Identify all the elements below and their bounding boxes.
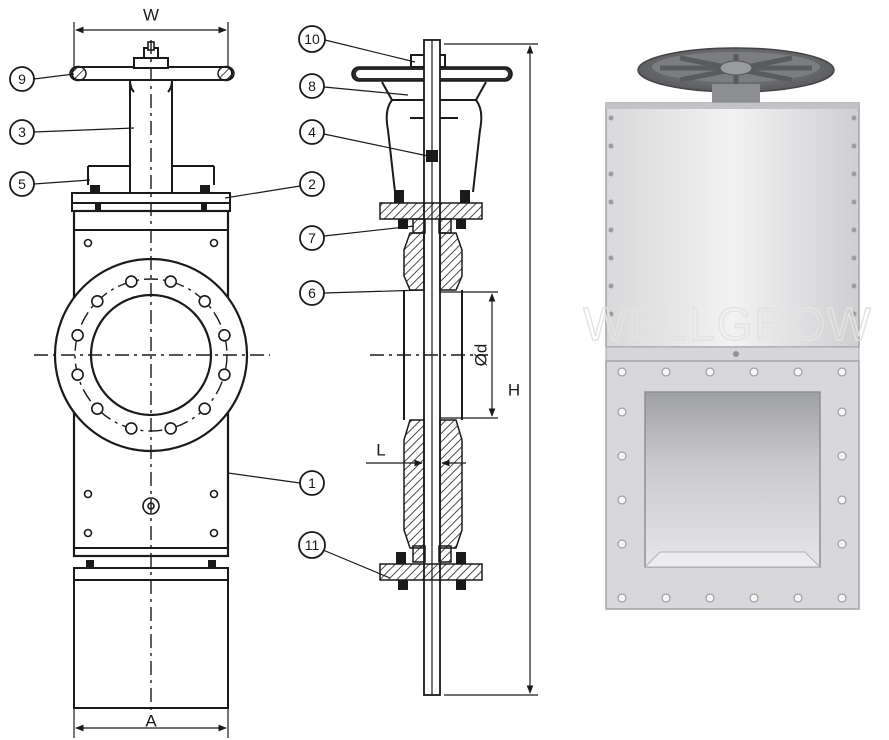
flange-bolt-hole: [125, 275, 138, 288]
flange-bolt-hole: [71, 368, 84, 382]
side-bottom-flange: [379, 545, 483, 590]
flange-bolt-hole: [164, 422, 177, 435]
photo-bolt-hole: [837, 539, 847, 549]
dimension-w-label: W: [143, 6, 159, 25]
svg-text:1: 1: [308, 475, 316, 491]
watermark-text: WELLGROW: [583, 298, 872, 350]
flange-bolt-hole: [91, 294, 104, 308]
dimension-l-label: L: [376, 441, 385, 460]
svg-text:2: 2: [308, 176, 316, 192]
photo-bolt-hole: [837, 451, 847, 461]
flange-bolt-hole: [218, 328, 231, 342]
photo-bolt-hole: [749, 593, 759, 603]
photo-bolt-hole: [705, 367, 715, 377]
callout-2: 2: [224, 171, 325, 199]
photo-bolt-hole: [661, 367, 671, 377]
photo-bolt-hole: [617, 367, 627, 377]
dimension-d-label: Ød: [472, 344, 491, 367]
front-view: W: [9, 6, 325, 738]
photo-bolt-hole: [837, 367, 847, 377]
dimension-l: L: [366, 441, 466, 467]
callout-3: 3: [9, 119, 135, 145]
side-yoke: [385, 99, 483, 193]
callout-10: 10: [298, 25, 416, 63]
callout-5: 5: [9, 171, 91, 197]
dimension-d: Ød: [440, 291, 498, 419]
callout-4: 4: [299, 119, 429, 157]
svg-text:5: 5: [18, 176, 26, 192]
flange-bolt-hole: [198, 294, 211, 308]
dimension-h-label: H: [508, 381, 520, 400]
svg-text:6: 6: [308, 285, 316, 301]
photo-bolt-hole: [837, 495, 847, 505]
flange-bolt-hole: [71, 328, 84, 342]
photo-bolt-hole: [793, 367, 803, 377]
flange-bolt-hole: [91, 402, 104, 416]
photo-bolt-hole: [661, 593, 671, 603]
dimension-w: W: [73, 6, 229, 72]
svg-text:11: 11: [305, 537, 320, 553]
svg-text:7: 7: [308, 230, 316, 246]
product-photo: WELLGROW: [583, 47, 872, 610]
dimension-h: H: [444, 43, 538, 696]
dimension-a: A: [73, 708, 229, 738]
photo-bolt-hole: [617, 593, 627, 603]
side-view: Ød L H 10 8 4: [298, 25, 538, 696]
callout-6: 6: [299, 280, 425, 306]
photo-bolt-hole: [837, 407, 847, 417]
yoke-column: [129, 80, 173, 195]
photo-bolt-hole: [837, 593, 847, 603]
dimension-a-label: A: [145, 712, 157, 731]
svg-text:3: 3: [18, 124, 26, 140]
side-body-section: [403, 232, 463, 549]
side-packing-flange: [379, 190, 483, 234]
callout-11: 11: [298, 531, 391, 579]
callout-7: 7: [299, 225, 415, 251]
yoke-bracket: [87, 165, 215, 185]
photo-bolt-hole: [617, 451, 627, 461]
callout-8: 8: [299, 73, 409, 99]
svg-text:9: 9: [18, 71, 26, 87]
callout-9: 9: [9, 66, 75, 92]
photo-bolt-hole: [617, 407, 627, 417]
flange-bolt-hole: [218, 368, 231, 382]
photo-bolt-hole: [617, 539, 627, 549]
photo-bolt-hole: [705, 593, 715, 603]
photo-bonnet-box: [605, 102, 860, 348]
svg-text:10: 10: [304, 31, 320, 47]
photo-bolt-hole: [749, 367, 759, 377]
svg-text:4: 4: [308, 124, 316, 140]
photo-port-opening: [644, 391, 821, 568]
flange-bolt-hole: [164, 275, 177, 288]
flange-bolt-hole: [125, 422, 138, 435]
photo-bolt-hole: [617, 495, 627, 505]
callout-1: 1: [227, 470, 325, 496]
svg-text:8: 8: [308, 78, 316, 94]
flange-bolt-hole: [198, 402, 211, 416]
photo-bolt-hole: [793, 593, 803, 603]
handwheel: [69, 41, 235, 82]
